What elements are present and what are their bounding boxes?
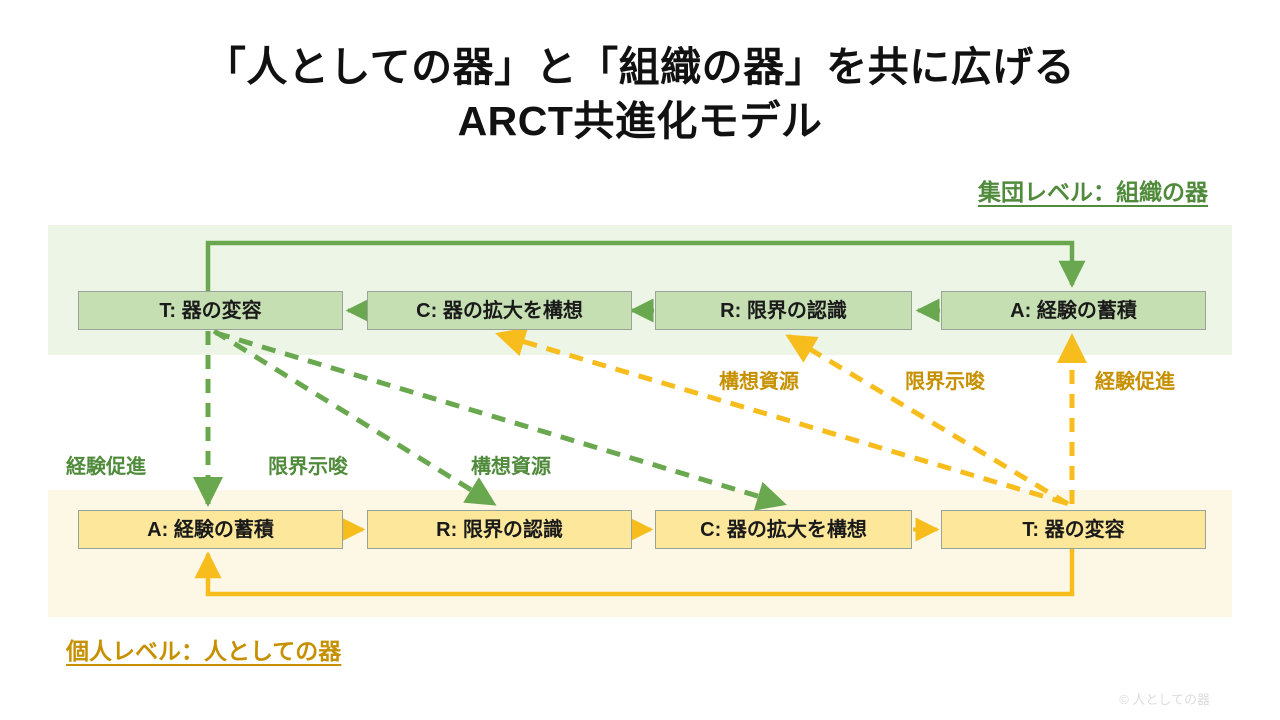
node-individual-c[interactable]: C: 器の拡大を構想 xyxy=(655,510,912,549)
uplink-to-group-r xyxy=(785,333,1070,507)
edge-label-downward-r: 限界示唆 xyxy=(268,456,348,478)
individual-level-caption: 個人レベル：人としての器 xyxy=(66,638,342,664)
node-group-t[interactable]: T: 器の変容 xyxy=(78,291,343,330)
group-level-band xyxy=(48,225,1232,355)
node-group-r[interactable]: R: 限界の認識 xyxy=(655,291,912,330)
upward-cross-links xyxy=(495,327,1087,507)
group-level-caption: 集団レベル：組織の器 xyxy=(978,179,1208,205)
title-line-1: 「人としての器」と「組織の器」を共に広げる xyxy=(204,44,1076,90)
downlink-to-individual-r xyxy=(212,328,497,507)
copyright-credit: © 人としての器 xyxy=(1119,692,1210,707)
edge-label-upward-a: 経験促進 xyxy=(1095,371,1175,393)
edge-label-downward-c: 構想資源 xyxy=(471,456,551,478)
page-title: 「人としての器」と「組織の器」を共に広げる ARCT共進化モデル xyxy=(0,40,1280,148)
uplink-to-group-c xyxy=(495,327,1067,506)
node-individual-t[interactable]: T: 器の変容 xyxy=(941,510,1206,549)
node-individual-r[interactable]: R: 限界の認識 xyxy=(367,510,632,549)
node-group-a[interactable]: A: 経験の蓄積 xyxy=(941,291,1206,330)
title-line-2: ARCT共進化モデル xyxy=(457,98,823,145)
edge-label-downward-a: 経験促進 xyxy=(66,456,146,478)
edge-label-upward-r: 限界示唆 xyxy=(905,371,985,393)
node-individual-a[interactable]: A: 経験の蓄積 xyxy=(78,510,343,549)
node-group-c[interactable]: C: 器の拡大を構想 xyxy=(367,291,632,330)
edge-label-upward-c: 構想資源 xyxy=(719,371,799,393)
